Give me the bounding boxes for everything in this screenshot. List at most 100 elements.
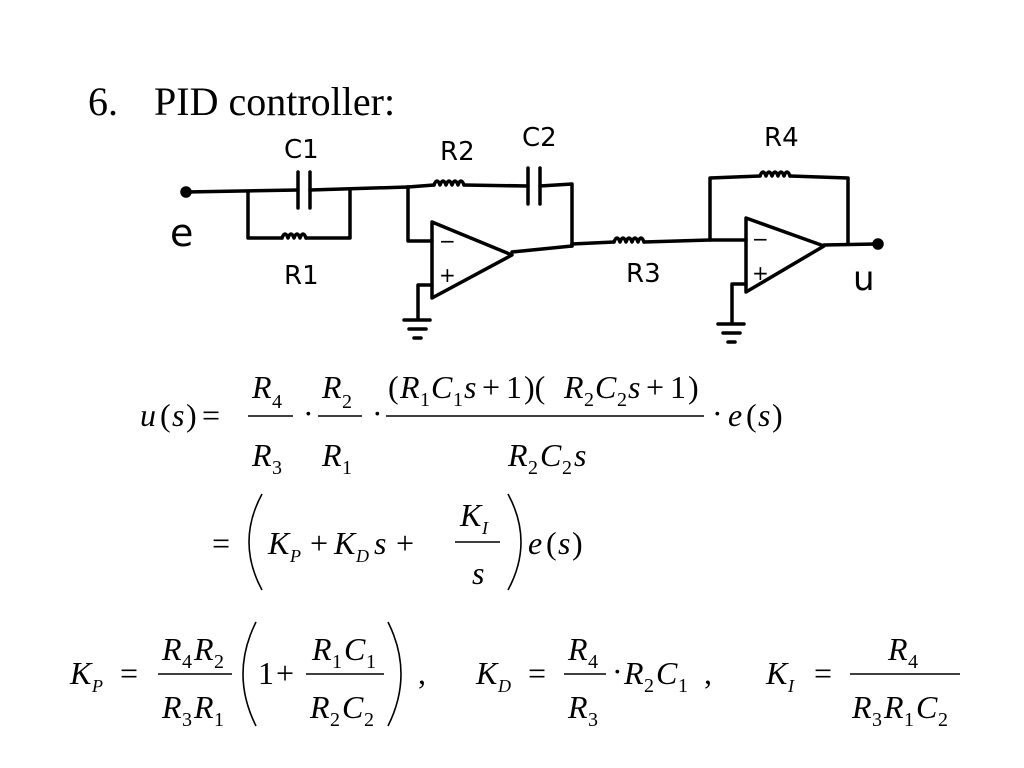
- svg-text:=: =: [212, 525, 230, 561]
- output-label: u: [853, 259, 875, 299]
- svg-text:·: ·: [612, 653, 623, 689]
- svg-text:2: 2: [214, 651, 224, 673]
- opamp1-ground-wire: [416, 283, 434, 320]
- output-wire: [822, 242, 878, 247]
- input-label: e: [170, 211, 193, 255]
- resistor-r2-symbol: [432, 179, 466, 187]
- svg-text:R: R: [193, 631, 214, 667]
- input-wire: [184, 188, 300, 194]
- svg-text:s: s: [628, 369, 640, 405]
- svg-text:·: ·: [372, 395, 383, 431]
- svg-text:K: K: [459, 497, 483, 533]
- svg-text:3: 3: [272, 457, 282, 479]
- svg-text:s: s: [558, 525, 570, 561]
- svg-text:1: 1: [214, 709, 224, 731]
- svg-text:s: s: [464, 369, 476, 405]
- svg-text:,: ,: [418, 655, 426, 691]
- svg-text:e: e: [728, 397, 742, 433]
- svg-text:3: 3: [588, 709, 598, 731]
- capacitor-c2-symbol: [526, 166, 542, 206]
- svg-text:R: R: [161, 631, 182, 667]
- output-terminal: [872, 238, 884, 250]
- r3-label: R3: [626, 259, 661, 289]
- svg-text:2: 2: [617, 389, 627, 411]
- wire-c2-to-output1: [538, 182, 574, 248]
- svg-text:2: 2: [644, 675, 654, 697]
- svg-text:4: 4: [182, 651, 192, 673]
- opamp2-triangle: [744, 216, 826, 294]
- svg-text:s: s: [172, 397, 184, 433]
- opamp1-minus-sign: −: [439, 229, 456, 253]
- svg-text:=: =: [528, 655, 546, 691]
- svg-text:3: 3: [182, 709, 192, 731]
- svg-text:R: R: [311, 631, 332, 667]
- svg-text:+: +: [396, 525, 414, 561]
- svg-text:R: R: [251, 369, 272, 405]
- svg-text:,: ,: [704, 655, 712, 691]
- svg-text:R: R: [851, 689, 872, 725]
- ground-symbol-1: [402, 318, 432, 340]
- r1-left-wire: [246, 190, 284, 240]
- svg-text:R: R: [883, 689, 904, 725]
- svg-text:2: 2: [342, 391, 352, 413]
- svg-text:(: (: [746, 397, 757, 433]
- svg-text:2: 2: [562, 457, 572, 479]
- svg-text:): ): [688, 369, 699, 405]
- svg-text:K: K: [333, 525, 357, 561]
- wire-c1-to-node: [308, 185, 410, 192]
- c2-label: C2: [522, 123, 557, 153]
- svg-text:R: R: [321, 369, 342, 405]
- svg-text:2: 2: [528, 457, 538, 479]
- svg-text:1: 1: [670, 369, 686, 405]
- slide-number: 6.: [88, 79, 118, 124]
- svg-text:u: u: [140, 397, 156, 433]
- svg-text:R: R: [623, 655, 644, 691]
- svg-text:3: 3: [872, 709, 882, 731]
- svg-text:s: s: [374, 525, 386, 561]
- svg-text:R: R: [563, 369, 584, 405]
- svg-text:=: =: [814, 655, 832, 691]
- resistor-r1-symbol: [280, 232, 308, 240]
- svg-text:(: (: [388, 369, 399, 405]
- svg-text:P: P: [91, 676, 103, 696]
- r4-label: R4: [764, 123, 799, 153]
- svg-text:C: C: [431, 369, 453, 405]
- svg-text:e: e: [528, 525, 542, 561]
- slide-title: 6. PID controller:: [88, 78, 395, 125]
- svg-text:+: +: [646, 369, 664, 405]
- svg-text:P: P: [289, 546, 301, 566]
- r1-right-wire: [304, 188, 352, 240]
- svg-text:·: ·: [303, 395, 314, 431]
- ground-symbol-2: [716, 322, 746, 344]
- svg-text:1: 1: [453, 389, 463, 411]
- svg-text:s: s: [574, 437, 586, 473]
- svg-text:C: C: [342, 689, 364, 725]
- svg-text:1: 1: [366, 651, 376, 673]
- svg-text:1: 1: [258, 655, 274, 691]
- svg-text:K: K: [267, 525, 291, 561]
- svg-text:C: C: [344, 631, 366, 667]
- svg-text:s: s: [472, 555, 484, 591]
- svg-text:D: D: [355, 546, 369, 566]
- svg-text:K: K: [765, 655, 789, 691]
- svg-text:C: C: [656, 655, 678, 691]
- r2-label: R2: [440, 137, 475, 167]
- resistor-r4-symbol: [758, 170, 792, 178]
- svg-text:1: 1: [420, 389, 430, 411]
- slide-title-text: PID controller:: [154, 79, 396, 124]
- svg-text:4: 4: [908, 651, 918, 673]
- svg-text:K: K: [69, 655, 93, 691]
- svg-text:(: (: [546, 525, 557, 561]
- opamp1-plus-sign: +: [439, 263, 456, 287]
- svg-text:K: K: [475, 655, 499, 691]
- svg-text:C: C: [595, 369, 617, 405]
- svg-text:R: R: [321, 437, 342, 473]
- opamp2-ground-wire: [730, 282, 748, 324]
- svg-text:R: R: [507, 437, 528, 473]
- svg-text:+: +: [482, 369, 500, 405]
- r1-label: R1: [284, 261, 319, 291]
- pid-circuit-diagram: [180, 166, 884, 344]
- svg-text:R: R: [399, 369, 420, 405]
